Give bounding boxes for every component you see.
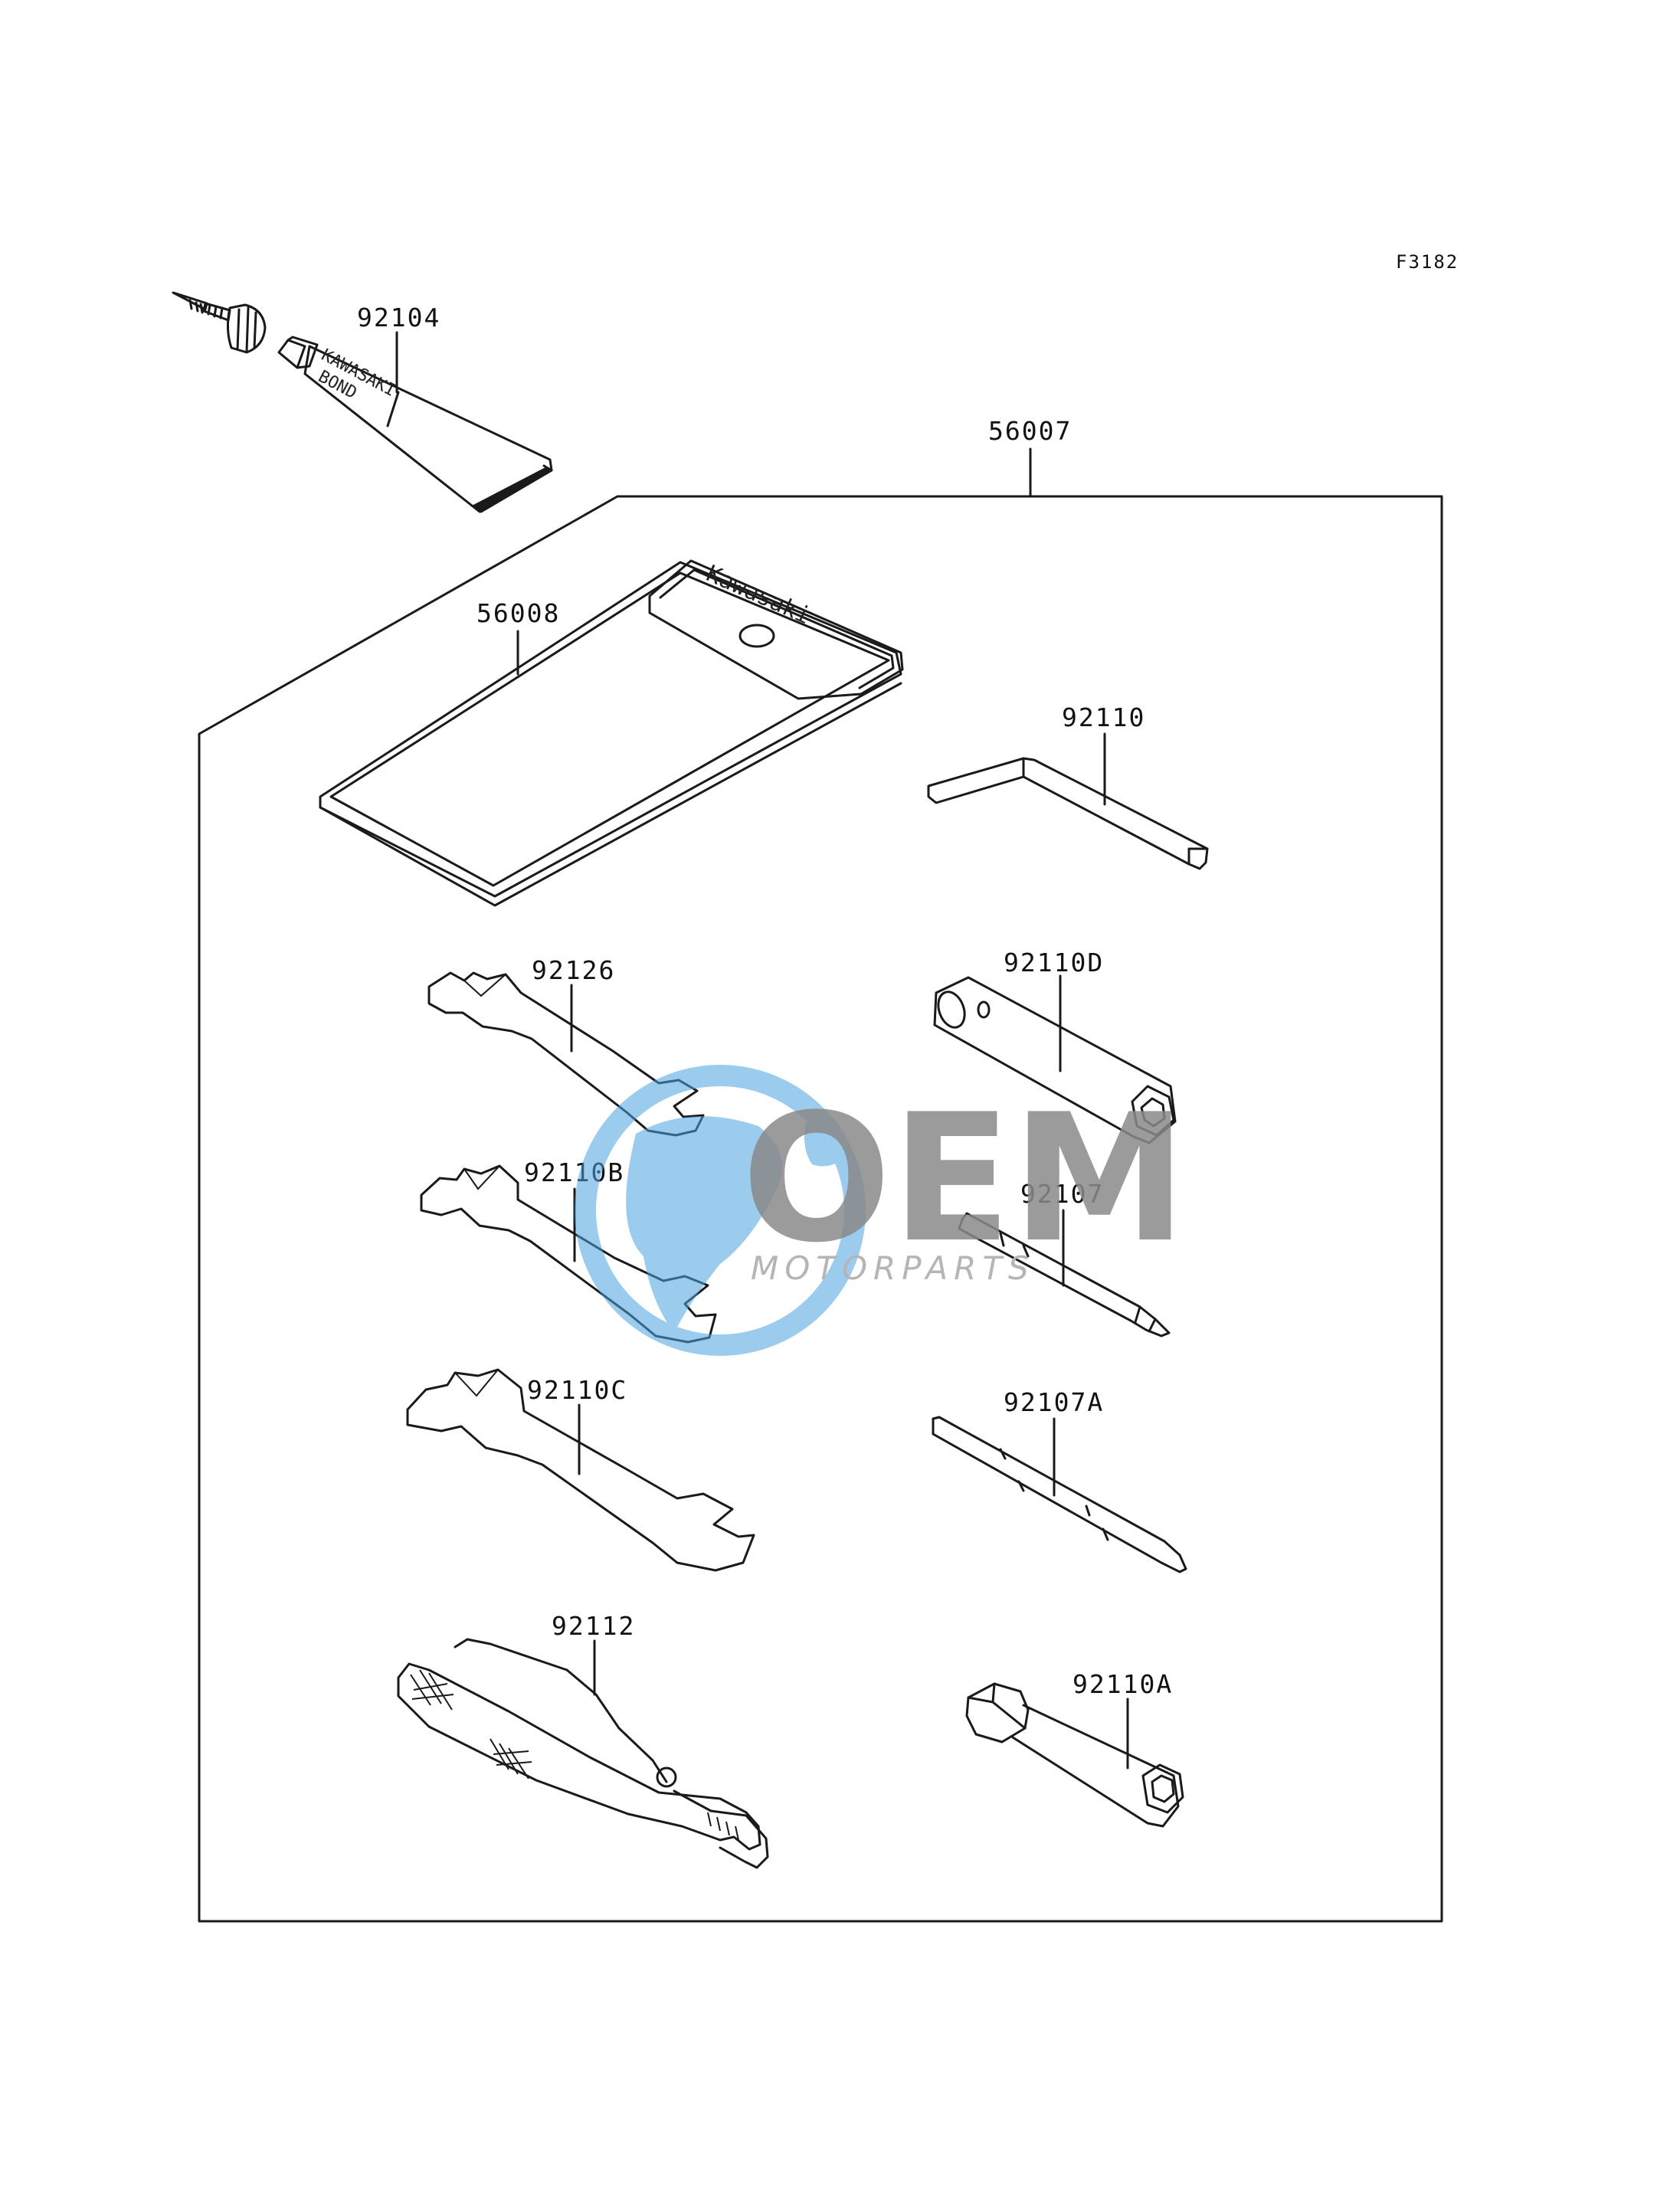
tool-kit-boundary <box>198 495 1443 1923</box>
screwdriver-92107-illustration <box>958 1212 1171 1338</box>
pouch-brand-text: Kawasaki <box>702 560 814 630</box>
wrench-92126-illustration <box>427 971 705 1137</box>
part-label-92110C: 92110C <box>527 1375 627 1405</box>
part-label-92110A: 92110A <box>1073 1669 1173 1699</box>
wrench-92110B-illustration <box>420 1164 717 1344</box>
watermark-sub-text: MOTORPARTS <box>751 1249 1035 1287</box>
part-label-92107: 92107 <box>1020 1179 1104 1209</box>
part-label-92107A: 92107A <box>1004 1387 1104 1417</box>
part-label-56007: 56007 <box>988 416 1072 446</box>
part-label-92110D: 92110D <box>1004 948 1104 977</box>
part-label-92112: 92112 <box>552 1611 635 1641</box>
wrench-92110C-illustration <box>406 1368 755 1572</box>
screwdriver-92107A-illustration <box>932 1416 1187 1573</box>
part-label-92110: 92110 <box>1062 702 1145 732</box>
watermark-logo-text: OEM <box>742 1077 1187 1282</box>
globe-icon <box>575 1065 866 1356</box>
part-label-56008: 56008 <box>476 598 560 628</box>
part-label-92126: 92126 <box>532 955 615 985</box>
tool-pouch-illustration: Kawasaki <box>319 559 904 907</box>
socket-wrench-illustration <box>965 1682 1184 1828</box>
pliers-illustration <box>397 1638 769 1869</box>
part-label-92110B: 92110B <box>524 1157 624 1187</box>
figure-code: F3182 <box>1396 251 1459 273</box>
box-wrench-92110D-illustration <box>933 976 1177 1144</box>
part-label-92104: 92104 <box>357 303 440 332</box>
hex-key-illustration <box>927 757 1209 870</box>
watermark-logo: OEM MOTORPARTS <box>575 1065 1187 1356</box>
